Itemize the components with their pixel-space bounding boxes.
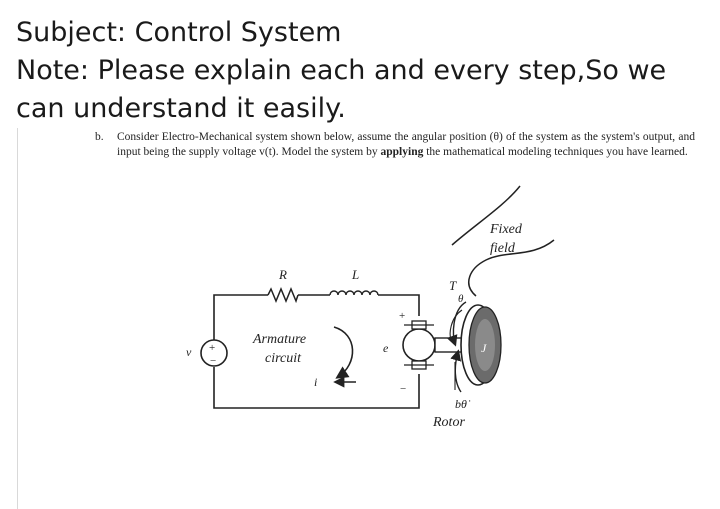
source-minus-sign: − bbox=[210, 355, 216, 367]
motor-minus-sign: − bbox=[400, 383, 406, 395]
armature-label-1: Armature bbox=[252, 332, 306, 347]
inductor-label: L bbox=[351, 267, 359, 282]
source-plus-sign: + bbox=[209, 342, 215, 354]
emf-label: e bbox=[383, 341, 389, 355]
fixed-field-label-2: field bbox=[490, 241, 516, 256]
circuit-wires bbox=[213, 294, 420, 409]
torque-arrow bbox=[446, 301, 467, 347]
note-line-continued: can understand it easily. bbox=[16, 93, 346, 124]
problem-text-bold: applying bbox=[380, 146, 424, 158]
left-border bbox=[17, 128, 18, 509]
subject-line: Subject: Control System bbox=[16, 17, 342, 48]
current-label: i bbox=[314, 375, 317, 389]
voltage-source-symbol bbox=[200, 339, 228, 367]
rotor-symbol bbox=[460, 304, 502, 386]
note-line: Note: Please explain each and every step… bbox=[16, 55, 667, 86]
damping-arrow bbox=[450, 349, 462, 393]
motor-plus-sign: + bbox=[399, 310, 405, 322]
armature-loop-arrow bbox=[333, 326, 354, 379]
torque-subscript: θ bbox=[458, 293, 464, 305]
problem-statement: b. Consider Electro-Mechanical system sh… bbox=[95, 130, 695, 160]
problem-number: b. bbox=[95, 131, 104, 143]
voltage-label: v bbox=[186, 345, 192, 359]
armature-label-2: circuit bbox=[265, 351, 302, 366]
inertia-label: J bbox=[481, 341, 487, 355]
problem-text-start: Consider Electro-Mechanical system shown… bbox=[117, 131, 695, 158]
fixed-field-label-1: Fixed bbox=[489, 222, 523, 237]
question-header: Subject: Control System Note: Please exp… bbox=[16, 14, 706, 128]
resistor-label: R bbox=[278, 267, 287, 282]
resistor-symbol bbox=[267, 287, 299, 304]
torque-arrow-inner bbox=[449, 309, 463, 341]
fixed-field-curve bbox=[451, 185, 555, 297]
problem-text-end: the mathematical modeling techniques you… bbox=[423, 146, 688, 158]
inductor-symbol bbox=[329, 290, 379, 296]
damping-label: bθ̇ bbox=[455, 397, 471, 411]
torque-label: T bbox=[449, 278, 457, 293]
rotor-label: Rotor bbox=[432, 415, 465, 430]
problem-text: Consider Electro-Mechanical system shown… bbox=[117, 130, 695, 160]
